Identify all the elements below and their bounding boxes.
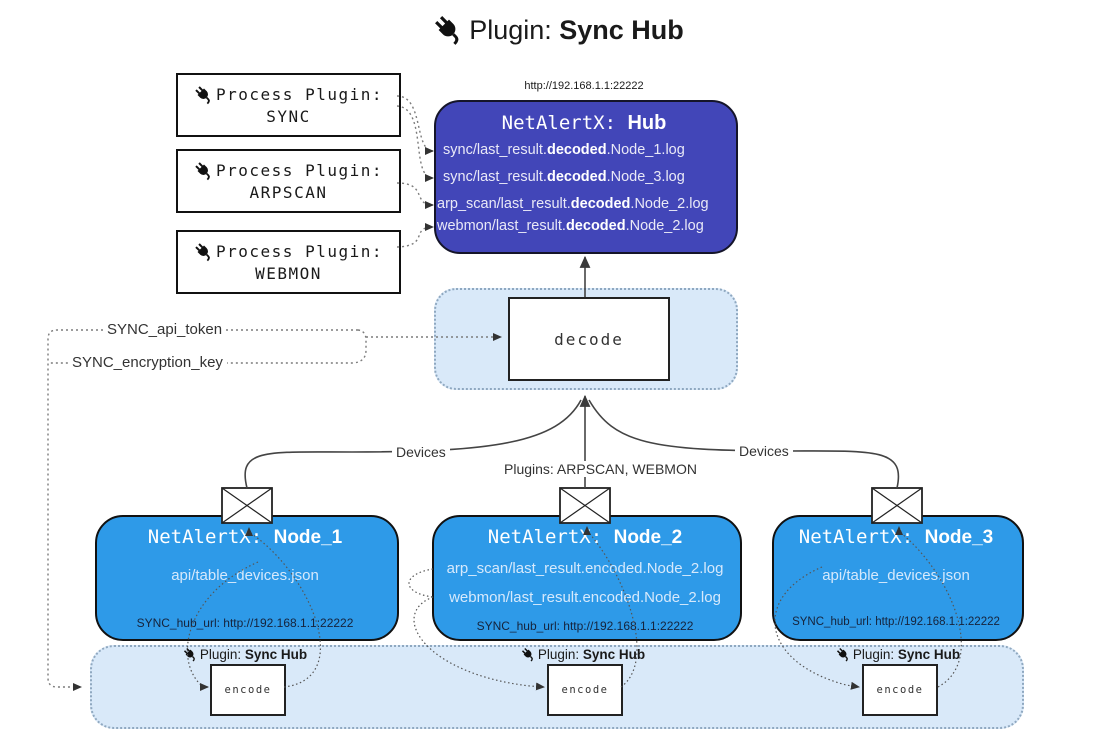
- sync-api-token-label: SYNC_api_token: [103, 321, 227, 338]
- title-name: Sync Hub: [559, 15, 684, 45]
- encode-box: encode: [862, 664, 938, 716]
- plug-icon: [183, 647, 198, 662]
- node-1-hub-url: SYNC_hub_url: http://192.168.1.1:22222: [136, 616, 354, 630]
- plugins-middle-label: Plugins: ARPSCAN, WEBMON: [500, 461, 697, 477]
- hub-log-line: arp_scan/last_result.decoded.Node_2.log: [437, 196, 709, 212]
- process-plugin-webmon-box: Process Plugin: WEBMON: [176, 230, 401, 294]
- node-1-title: NetAlertX: Node_1: [147, 526, 343, 548]
- process-plugin-label: Process Plugin:: [216, 84, 383, 104]
- node-3-title: NetAlertX: Node_3: [798, 526, 994, 548]
- node-2-hub-url: SYNC_hub_url: http://192.168.1.1:22222: [476, 619, 694, 633]
- envelope-icon: [221, 487, 273, 524]
- encode-section-label: Plugin: Sync Hub: [165, 647, 325, 662]
- encode-section-label: Plugin: Sync Hub: [503, 647, 663, 662]
- plug-icon: [194, 242, 214, 262]
- node-3-file: api/table_devices.json: [822, 567, 970, 584]
- process-plugin-label: Process Plugin:: [216, 160, 383, 180]
- encode-section-label: Plugin: Sync Hub: [818, 647, 978, 662]
- page-title: Plugin: Sync Hub: [0, 14, 1117, 46]
- process-plugin-name: ARPSCAN: [249, 182, 328, 202]
- title-prefix: Plugin:: [469, 15, 552, 45]
- edge-sync-to-hub-1: [396, 95, 434, 155]
- plug-icon: [521, 647, 536, 662]
- node-2-file: webmon/last_result.encoded.Node_2.log: [449, 589, 721, 606]
- edge-webmon-to-hub: [396, 223, 434, 248]
- hub-log-line: sync/last_result.decoded.Node_3.log: [443, 169, 685, 185]
- devices-left-label: Devices: [392, 444, 450, 460]
- process-plugin-name: WEBMON: [255, 263, 322, 283]
- envelope-icon: [871, 487, 923, 524]
- hub-log-line: sync/last_result.decoded.Node_1.log: [443, 142, 685, 158]
- plug-icon: [836, 647, 851, 662]
- hub-box: [434, 100, 738, 254]
- process-plugin-label: Process Plugin:: [216, 241, 383, 261]
- hub-log-line: webmon/last_result.decoded.Node_2.log: [437, 218, 704, 234]
- sync-encryption-key-label: SYNC_encryption_key: [68, 354, 227, 371]
- node-2-title: NetAlertX: Node_2: [487, 526, 683, 548]
- devices-right-label: Devices: [735, 443, 793, 459]
- process-plugin-sync-box: Process Plugin: SYNC: [176, 73, 401, 137]
- node-2-file: arp_scan/last_result.encoded.Node_2.log: [446, 560, 724, 577]
- envelope-icon: [559, 487, 611, 524]
- plug-icon: [194, 161, 214, 181]
- process-plugin-arpscan-box: Process Plugin: ARPSCAN: [176, 149, 401, 213]
- node-3-hub-url: SYNC_hub_url: http://192.168.1.1:22222: [792, 616, 1000, 628]
- encode-box: encode: [210, 664, 286, 716]
- edge-node2-files-hook: [408, 568, 434, 598]
- plug-icon: [433, 14, 465, 46]
- hub-title: NetAlertX: Hub: [501, 112, 667, 134]
- hub-url: http://192.168.1.1:22222: [524, 80, 644, 92]
- edge-arpscan-to-hub: [396, 182, 434, 209]
- encode-box: encode: [547, 664, 623, 716]
- decode-box: decode: [508, 297, 670, 381]
- node-1-file: api/table_devices.json: [171, 567, 319, 584]
- process-plugin-name: SYNC: [266, 106, 311, 126]
- edge-sync-to-hub-2: [396, 105, 434, 182]
- plug-icon: [194, 85, 214, 105]
